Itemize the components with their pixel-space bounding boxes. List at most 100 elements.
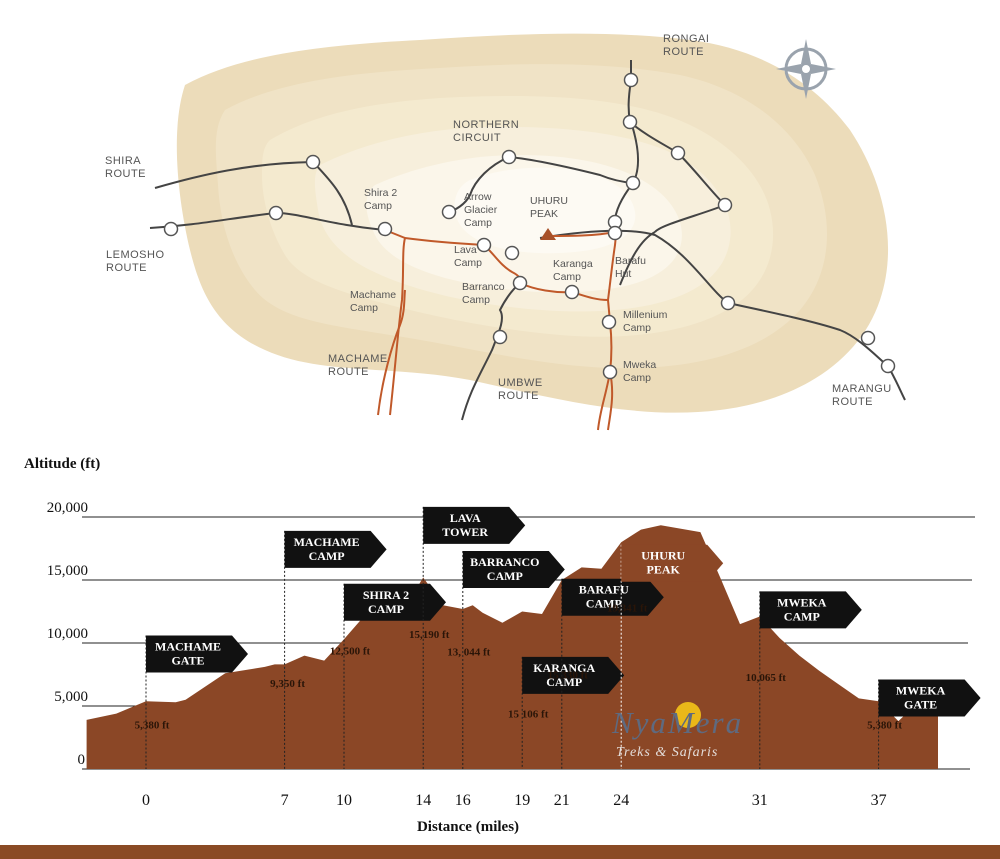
northern-circuit-line	[508, 156, 634, 184]
x-tick-label: 37	[871, 792, 887, 809]
profile-area-layer	[86, 525, 939, 769]
camp-flag-banner	[284, 530, 387, 568]
camp-altitude-label: 15 330 ft	[548, 669, 589, 681]
waypoint-marangu-gate	[880, 358, 896, 374]
y-axis-title: Altitude (ft)	[24, 456, 100, 472]
waypoint-barafu-hut	[607, 225, 623, 241]
waypoint-mweka-camp	[602, 364, 618, 380]
nyamera-watermark: NyaMera Treks & Safaris	[611, 702, 743, 760]
camp-flag-banner	[462, 551, 565, 589]
waypoint-rongai-2	[622, 114, 638, 130]
camp-altitude-label: 9,350 ft	[270, 678, 305, 690]
waypoint-shira2-camp	[377, 221, 393, 237]
waypoint-barranco-camp	[512, 275, 528, 291]
uhuru-peak-icon	[540, 228, 556, 240]
waypoint-rongai-4	[717, 197, 733, 213]
x-tick-label: 16	[455, 792, 471, 809]
camp-flag-banner	[423, 506, 526, 544]
camp-altitude-label: 13, 044 ft	[447, 647, 490, 659]
camp-flag-banner	[561, 578, 664, 616]
x-tick-label: 0	[142, 792, 150, 809]
camp-altitude-label: 5,380 ft	[867, 720, 902, 732]
camp-altitude-label: 12,500 ft	[330, 645, 371, 657]
x-axis-title: Distance (miles)	[417, 819, 519, 835]
x-tick-label: 21	[554, 792, 570, 809]
camp-altitude-label: 5,380 ft	[135, 720, 170, 732]
machame-route-west-line	[377, 289, 406, 416]
footer-bar	[0, 845, 1000, 859]
waypoint-arrow-glacier	[441, 204, 457, 220]
camp-altitude-label: 15 106 ft	[508, 708, 549, 720]
camp-flag-banner	[344, 583, 446, 621]
camp-altitude-label: 19,341 ft	[607, 603, 648, 615]
camp-flag-banner	[759, 591, 862, 629]
waypoint-karanga-camp	[564, 284, 580, 300]
waypoint-mandara	[860, 330, 876, 346]
waypoint-northern-circuit	[501, 149, 517, 165]
x-tick-label: 14	[415, 792, 431, 809]
waypoint-kibo-hut	[625, 175, 641, 191]
x-tick-label: 19	[514, 792, 530, 809]
x-tick-label: 10	[336, 792, 352, 809]
camp-flag-banner	[522, 656, 625, 694]
camp-flag-banner	[878, 679, 981, 717]
waypoint-rongai-3	[670, 145, 686, 161]
waypoint-shira-1	[305, 154, 321, 170]
watermark-sun-icon	[675, 702, 701, 728]
watermark-brand-name: NyaMera	[611, 705, 743, 740]
waypoint-umbwe	[492, 329, 508, 345]
y-tick-label: 20,000	[47, 500, 88, 516]
waypoint-horombo	[720, 295, 736, 311]
camp-altitude-label: 10,065 ft	[746, 672, 787, 684]
crater-rim-line	[619, 231, 656, 286]
altitude-labels: 5,380 ft 9,350 ft 12,500 ft 15,190 ft 13, 04…	[135, 603, 903, 732]
waypoint-lemosho-2	[268, 205, 284, 221]
y-tick-label: 0	[78, 752, 86, 768]
camp-altitude-label: 15,190 ft	[409, 629, 450, 641]
waypoint-rongai-top	[623, 72, 639, 88]
altitude-profile-chart: Altitude (ft) Distance (miles) 05,00010,…	[24, 456, 981, 835]
machame-route-main-line	[389, 236, 485, 416]
compass-icon	[776, 39, 836, 99]
umbwe-route-line	[461, 282, 521, 421]
x-tick-label: 7	[281, 792, 289, 809]
camp-flag-banner	[146, 635, 248, 673]
x-tick-label: 31	[752, 792, 768, 809]
